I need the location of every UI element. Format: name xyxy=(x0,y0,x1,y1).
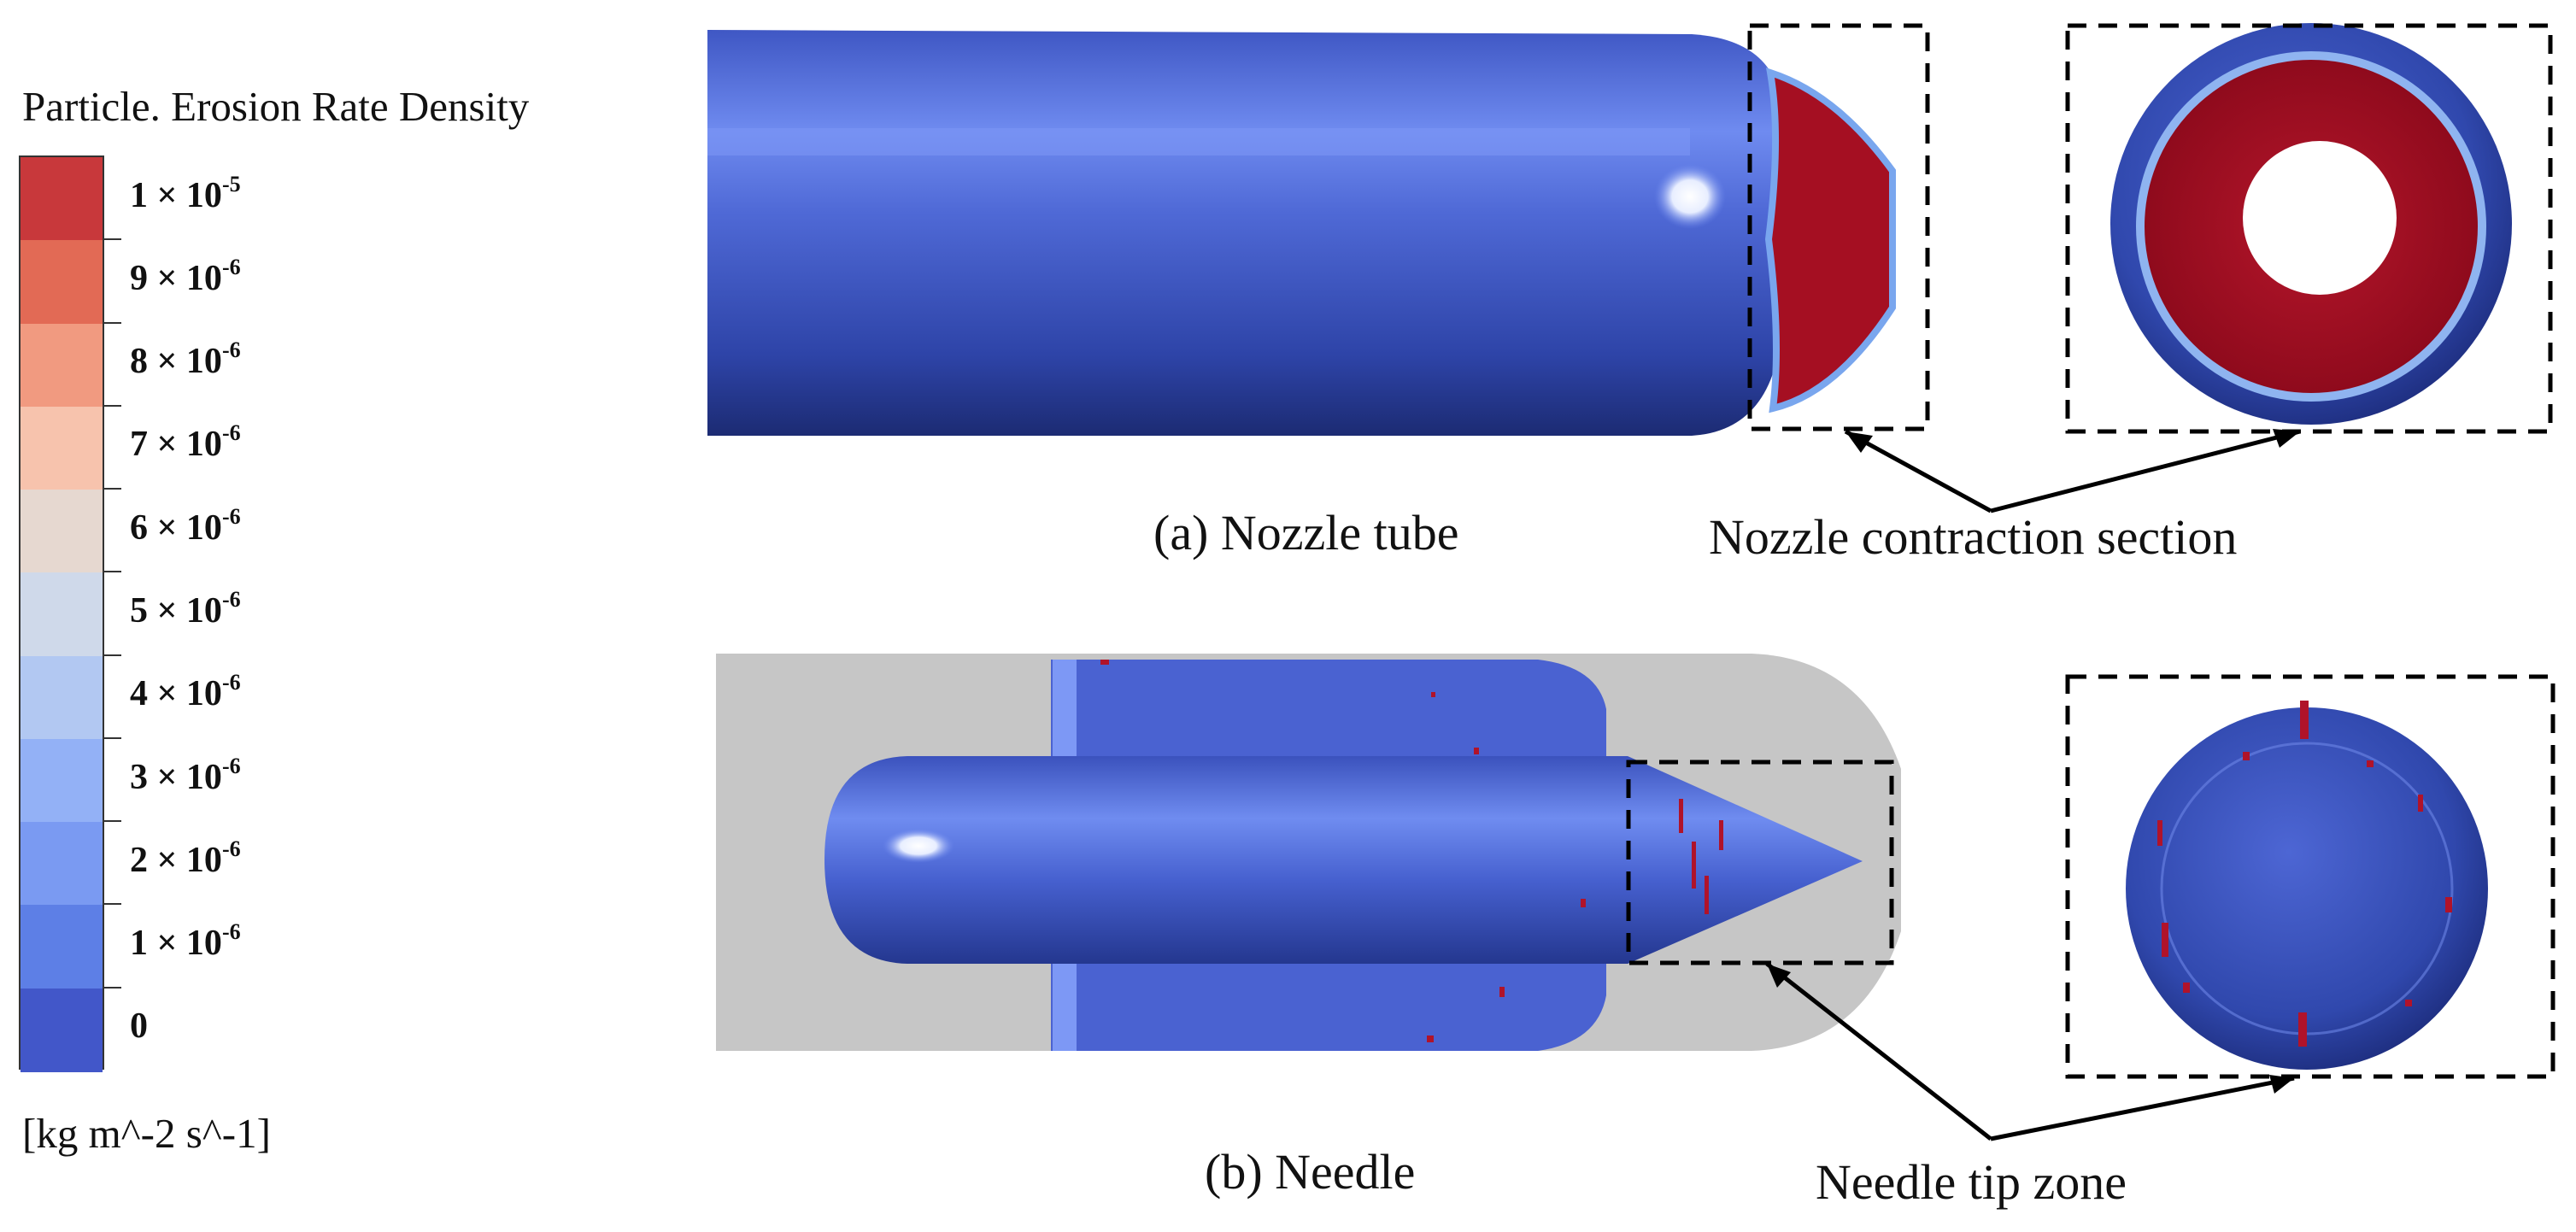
legend-title: Particle. Erosion Rate Density xyxy=(22,83,530,130)
nozzle-tube-highlight xyxy=(1654,164,1726,229)
legend-tick xyxy=(104,820,121,823)
legend-tick xyxy=(104,238,121,241)
legend-label: 5 × 10-6 xyxy=(130,587,241,631)
legend-label: 0 xyxy=(130,1006,148,1047)
legend-label-mantissa: 1 × 10 xyxy=(130,924,222,964)
legend-tick xyxy=(104,488,121,490)
legend-tick xyxy=(104,986,121,989)
legend-tick xyxy=(104,654,121,656)
needle-tip-erosion-spots xyxy=(2157,701,2452,1047)
legend-swatch xyxy=(21,988,103,1072)
legend-label: 3 × 10-6 xyxy=(130,753,241,798)
needle-render xyxy=(716,654,1901,1051)
legend-units: [kg m^-2 s^-1] xyxy=(22,1110,271,1157)
legend-tick xyxy=(104,404,121,407)
needle-tip-end-view-box xyxy=(2065,674,2555,1079)
legend-label-mantissa: 1 × 10 xyxy=(130,175,222,215)
arrowhead-b1 xyxy=(1767,964,1791,988)
caption-b: (b) Needle xyxy=(1205,1144,1416,1200)
legend-color-bar xyxy=(19,155,104,1072)
legend-label: 1 × 10-5 xyxy=(130,171,241,216)
legend-swatch xyxy=(21,572,103,657)
needle-highlight xyxy=(883,829,954,863)
legend-label: 8 × 10-6 xyxy=(130,339,241,382)
legend-label-mantissa: 3 × 10 xyxy=(130,757,222,797)
legend-swatch xyxy=(21,157,103,242)
arrowhead-b2 xyxy=(2269,1075,2294,1094)
nozzle-contraction-end-view xyxy=(2110,23,2512,425)
legend-label-exponent: -6 xyxy=(221,670,241,695)
legend-label: 4 × 10-6 xyxy=(130,670,241,714)
needle-tip-disc xyxy=(2126,707,2488,1070)
legend-tick xyxy=(104,571,121,573)
nozzle-contraction-box xyxy=(1747,23,1930,431)
legend-tick xyxy=(104,903,121,906)
callout-arrows-a xyxy=(1844,429,2301,513)
legend-label: 6 × 10-6 xyxy=(130,503,241,549)
legend-label-mantissa: 9 × 10 xyxy=(130,258,222,298)
arrowhead-a2 xyxy=(2273,429,2300,448)
legend-swatch xyxy=(21,905,103,989)
legend-swatch xyxy=(21,822,103,906)
legend-label: 7 × 10-6 xyxy=(130,422,241,465)
legend-swatch xyxy=(21,406,103,491)
nozzle-contraction-erosion xyxy=(1764,67,1896,414)
legend-label-mantissa: 2 × 10 xyxy=(130,840,222,880)
needle-tip-box xyxy=(1626,760,1894,965)
legend-swatch xyxy=(21,323,103,408)
legend-label: 2 × 10-6 xyxy=(130,837,241,881)
legend-label-exponent: -6 xyxy=(221,254,241,279)
legend-label-mantissa: 4 × 10 xyxy=(130,674,222,714)
nozzle-tube-shine xyxy=(707,128,1690,155)
legend-label-exponent: -6 xyxy=(221,503,241,529)
legend-label-exponent: -6 xyxy=(221,337,241,363)
nozzle-tube-render xyxy=(707,30,1896,436)
legend-label-exponent: -5 xyxy=(221,171,241,197)
legend-label-mantissa: 7 × 10 xyxy=(130,425,222,465)
nozzle-end-bore xyxy=(2243,141,2397,295)
legend-label-exponent: -6 xyxy=(221,836,241,861)
legend-label-exponent: -6 xyxy=(221,753,241,778)
legend-swatch xyxy=(21,490,103,574)
legend-label-mantissa: 5 × 10 xyxy=(130,591,222,631)
arrowhead-a1 xyxy=(1845,431,1873,453)
callout-nozzle-contraction: Nozzle contraction section xyxy=(1709,509,2238,565)
needle-erosion-spots xyxy=(1100,660,1723,1042)
legend-swatch xyxy=(21,738,103,824)
legend-label-mantissa: 6 × 10 xyxy=(130,507,222,548)
needle-body xyxy=(824,756,1863,964)
callout-arrows-b xyxy=(1765,962,2295,1141)
legend-label-mantissa: 0 xyxy=(130,1006,148,1047)
nozzle-end-view-box xyxy=(2065,23,2553,434)
legend-tick xyxy=(104,321,121,324)
caption-a: (a) Nozzle tube xyxy=(1153,505,1459,560)
legend-label-exponent: -6 xyxy=(221,919,241,945)
callout-needle-tip: Needle tip zone xyxy=(1816,1154,2127,1210)
legend-label-exponent: -6 xyxy=(221,420,241,446)
needle-tip-end-view xyxy=(2126,701,2488,1070)
nozzle-tube-body xyxy=(707,30,1777,436)
legend-swatch xyxy=(21,240,103,325)
legend-label-mantissa: 8 × 10 xyxy=(130,342,222,382)
legend-label-exponent: -6 xyxy=(221,587,241,612)
legend-swatch xyxy=(21,655,103,740)
legend-label: 1 × 10-6 xyxy=(130,921,241,964)
legend-label: 9 × 10-6 xyxy=(130,254,241,299)
legend-tick xyxy=(104,736,121,739)
